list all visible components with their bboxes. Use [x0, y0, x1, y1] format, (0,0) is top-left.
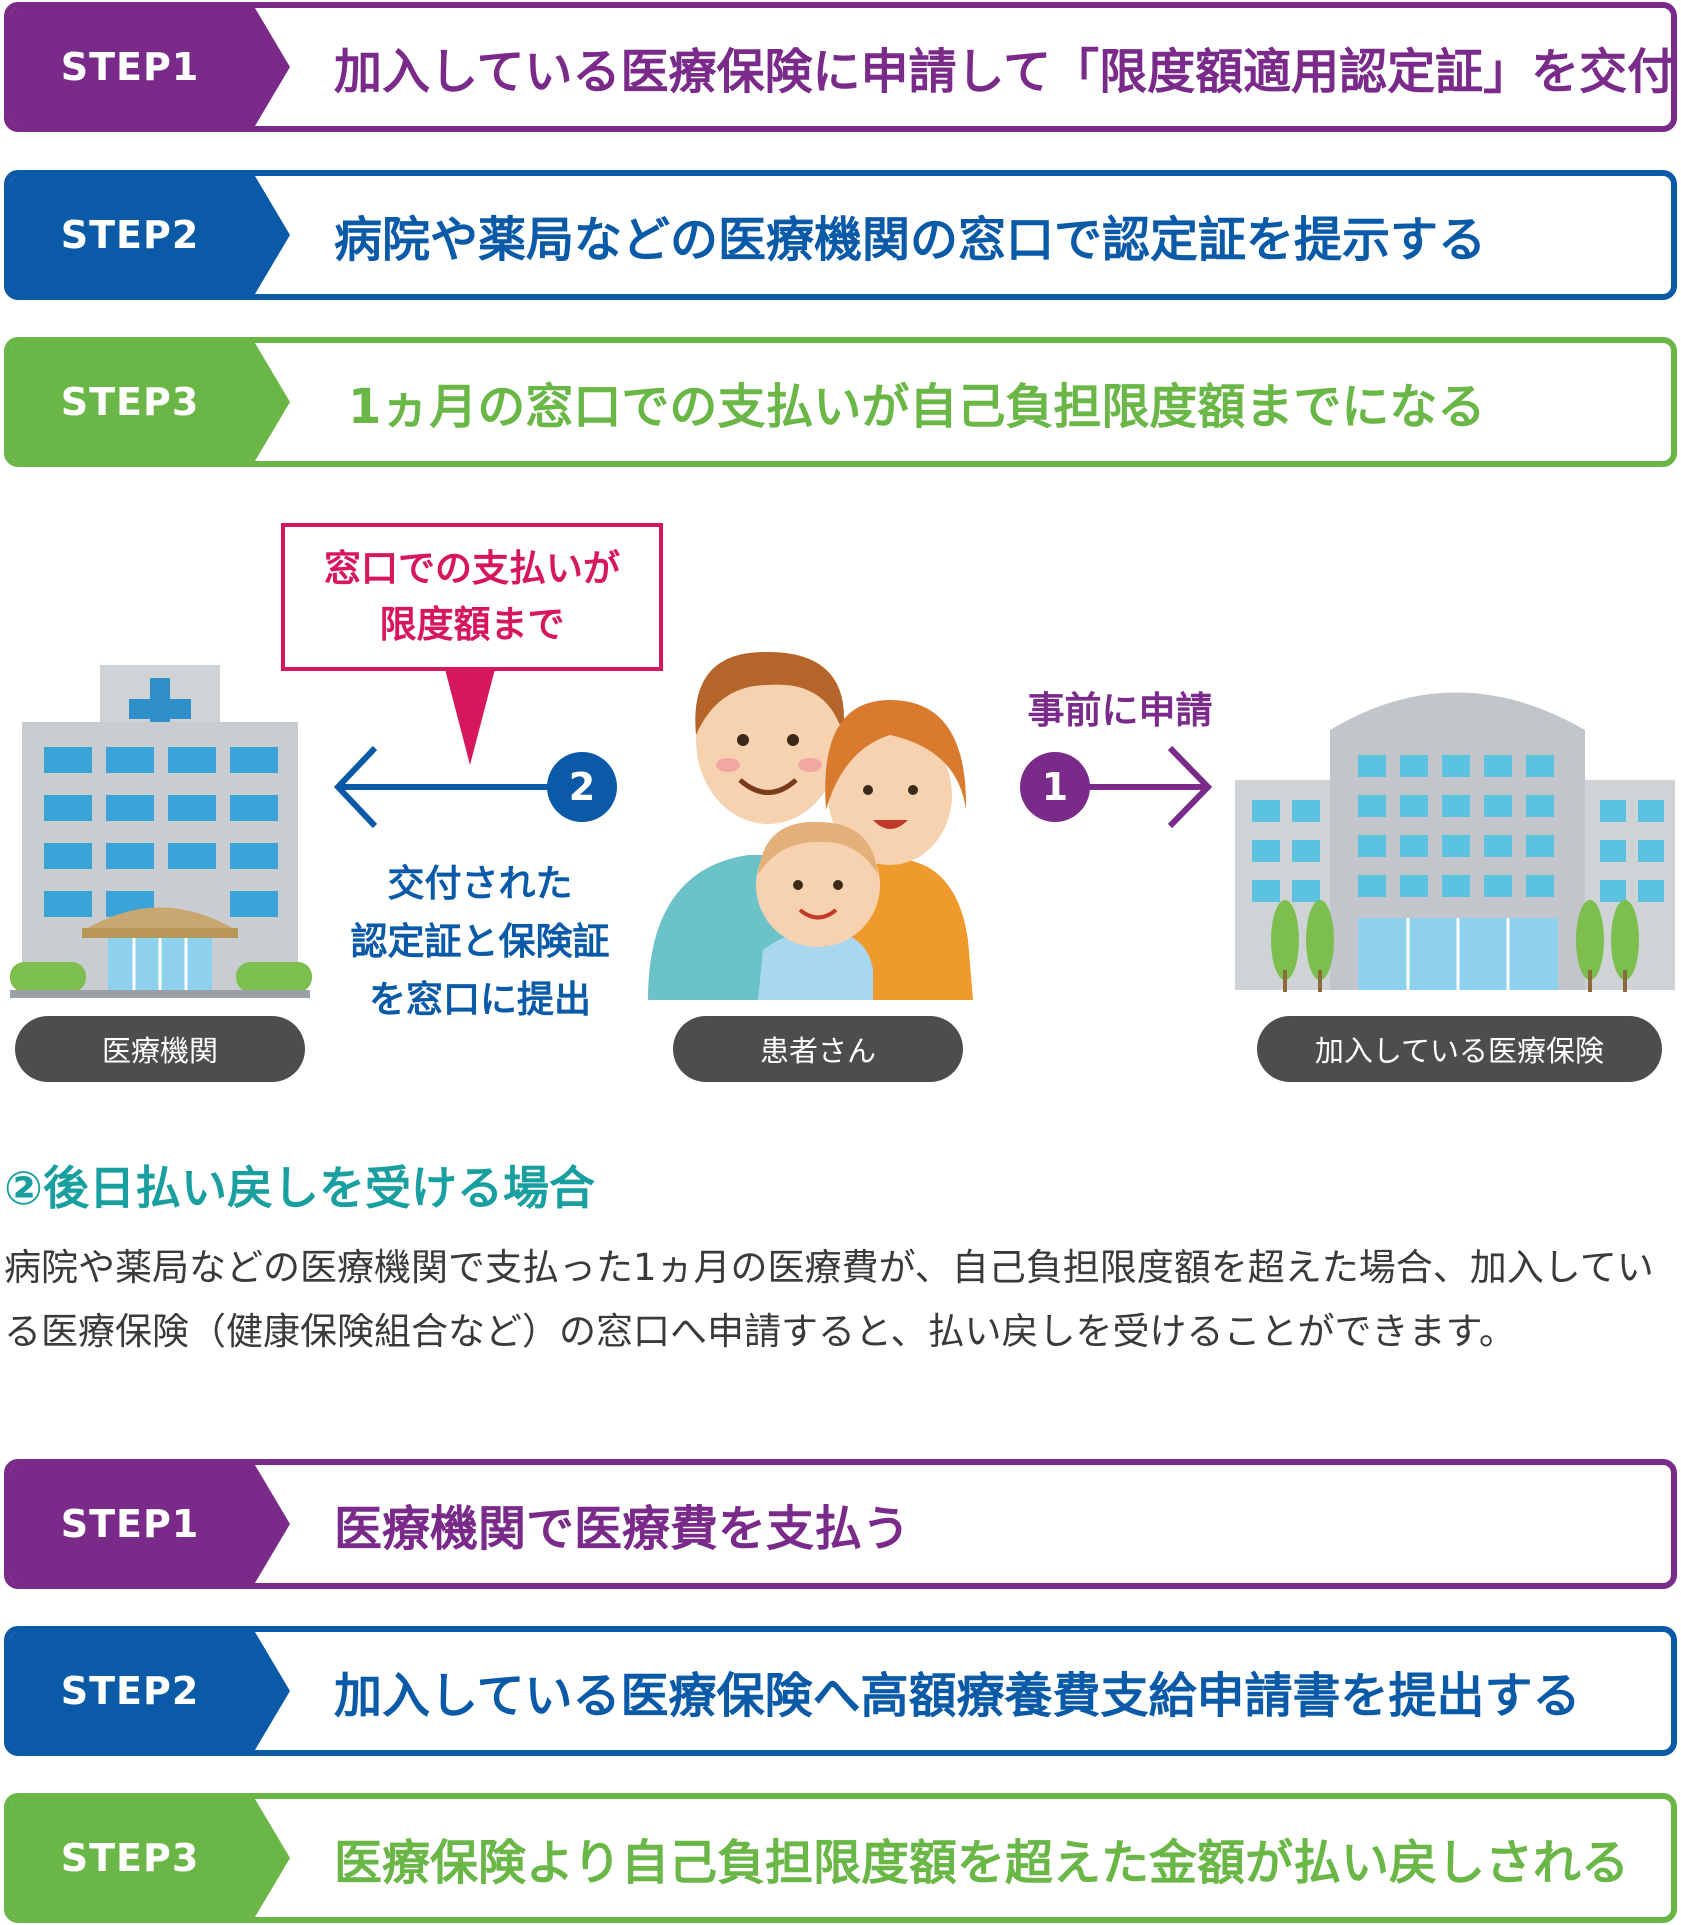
step-tag: STEP2 — [10, 176, 290, 294]
step-tag: STEP3 — [10, 1799, 290, 1917]
label-hospital: 医療機関 — [15, 1016, 305, 1082]
step-tag: STEP1 — [10, 1465, 290, 1583]
step-text: 加入している医療保険に申請して「限度額適用認定証」を交付してもらう — [334, 44, 1676, 100]
step2-line-1: 交付された — [387, 862, 573, 905]
step-text: 医療機関で医療費を支払う — [334, 1501, 911, 1557]
callout-box: 窓口での支払いが 限度額まで — [281, 523, 663, 671]
callout-line-2: 限度額まで — [379, 603, 565, 646]
step2-line-2: 認定証と保険証 — [350, 920, 610, 963]
step-tag: STEP1 — [10, 8, 290, 126]
label-insurer: 加入している医療保険 — [1257, 1016, 1662, 1082]
top-step-3: STEP3 1ヵ月の窓口での支払いが自己負担限度額までになる — [4, 337, 1677, 467]
section-heading: ②後日払い戻しを受ける場合 — [4, 1161, 595, 1215]
step-number-2: 2 — [547, 752, 617, 822]
step1-label: 事前に申請 — [1027, 689, 1213, 732]
step2-line-3: を窓口に提出 — [369, 978, 591, 1021]
step-text: 病院や薬局などの医療機関の窓口で認定証を提示する — [334, 212, 1487, 268]
callout-pointer — [445, 669, 495, 765]
arrow-left-icon — [333, 745, 555, 829]
step-tag-label: STEP1 — [60, 1502, 200, 1546]
bottom-step-3: STEP3 医療保険より自己負担限度額を超えた金額が払い戻しされる — [4, 1793, 1677, 1923]
step-tag-label: STEP3 — [60, 1836, 200, 1880]
top-step-2: STEP2 病院や薬局などの医療機関の窓口で認定証を提示する — [4, 170, 1677, 300]
step-tag: STEP2 — [10, 1632, 290, 1750]
step-tag-label: STEP2 — [60, 213, 200, 257]
step-tag-label: STEP3 — [60, 380, 200, 424]
section-paragraph: 病院や薬局などの医療機関で支払った1ヵ月の医療費が、自己負担限度額を超えた場合、… — [4, 1246, 1654, 1353]
insurer-building-icon — [1235, 692, 1675, 992]
step-text: 医療保険より自己負担限度額を超えた金額が払い戻しされる — [334, 1835, 1630, 1891]
bottom-step-2: STEP2 加入している医療保険へ高額療養費支給申請書を提出する — [4, 1626, 1677, 1756]
step2-description: 交付された 認定証と保険証 を窓口に提出 — [320, 855, 640, 1029]
step-text: 1ヵ月の窓口での支払いが自己負担限度額までになる — [348, 379, 1486, 435]
arrow-right-icon — [1080, 745, 1213, 829]
label-patient: 患者さん — [673, 1016, 963, 1082]
step-tag-label: STEP1 — [60, 45, 200, 89]
callout-line-1: 窓口での支払いが — [324, 547, 620, 590]
step-tag: STEP3 — [10, 343, 290, 461]
bottom-step-1: STEP1 医療機関で医療費を支払う — [4, 1459, 1677, 1589]
step-number-1: 1 — [1020, 752, 1090, 822]
top-step-1: STEP1 加入している医療保険に申請して「限度額適用認定証」を交付してもらう — [4, 2, 1677, 132]
step-text: 加入している医療保険へ高額療養費支給申請書を提出する — [334, 1668, 1581, 1724]
hospital-building-icon — [10, 665, 312, 998]
patient-family-illustration — [648, 651, 973, 1000]
step-tag-label: STEP2 — [60, 1669, 200, 1713]
